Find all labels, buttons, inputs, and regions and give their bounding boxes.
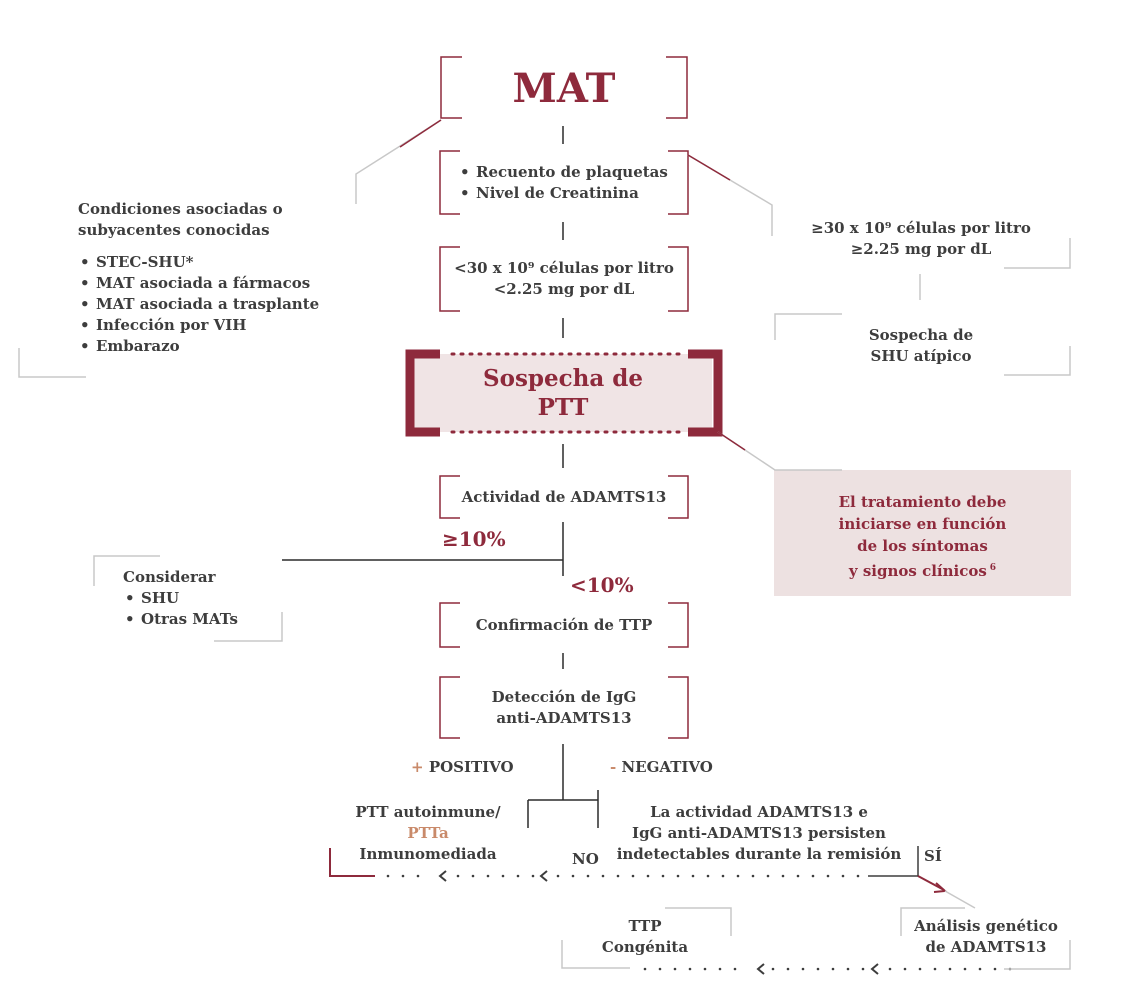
consider-item: SHU — [123, 588, 238, 609]
igg-bracket — [439, 676, 689, 739]
condition-item: STEC-SHU* — [78, 252, 319, 273]
activity-bracket — [439, 475, 689, 519]
no-arrowhead-2 — [539, 870, 548, 882]
condition-item: Embarazo — [78, 336, 319, 357]
ptt-dotted-edges — [450, 352, 682, 434]
confirmation-bracket — [439, 602, 689, 648]
condition-item: MAT asociada a fármacos — [78, 273, 319, 294]
positive-sign: + — [411, 758, 424, 776]
low-values-bracket — [439, 246, 689, 312]
consider-list: SHU Otras MATs — [123, 588, 238, 630]
low-values-text: <30 x 10⁹ células por litro <2.25 mg por… — [454, 259, 674, 298]
treatment-box — [774, 470, 1071, 596]
autoimmune-bracket — [329, 848, 375, 877]
ptta-term: PTTa — [407, 824, 449, 842]
bottom-arrowhead-1 — [756, 963, 765, 975]
genetic-analysis-text: Análisis genético de ADAMTS13 — [914, 917, 1058, 956]
central-spine — [282, 126, 599, 828]
persistence-question: La actividad ADAMTS13 e IgG anti-ADAMTS1… — [616, 803, 902, 863]
treatment-text: El tratamiento debe iniciarse en función… — [838, 493, 1007, 580]
negative-sign: - — [610, 758, 617, 776]
ptt-suspicion-text: Sospecha de PTT — [483, 365, 643, 421]
ptt-suspicion-box — [414, 354, 712, 432]
condition-item: MAT asociada a trasplante — [78, 294, 319, 315]
bottom-dotted-path — [643, 967, 1012, 971]
shu-suspicion-text: Sospecha de SHU atípico — [868, 326, 974, 365]
mat-title: MAT — [512, 65, 616, 112]
conditions-heading: Condiciones asociadas o subyacentes cono… — [78, 200, 283, 239]
branch-low-label: <10% — [570, 573, 634, 597]
ttp-confirmation-label: Confirmación de TTP — [475, 616, 653, 634]
si-label: SÍ — [924, 847, 942, 865]
consider-item: Otras MATs — [123, 609, 238, 630]
igg-detection-text: Detección de IgG anti-ADAMTS13 — [491, 688, 637, 727]
test-item: Recuento de plaquetas — [458, 162, 668, 183]
high-values-text: ≥30 x 10⁹ células por litro ≥2.25 mg por… — [811, 219, 1031, 258]
no-arrowhead-1 — [438, 870, 447, 882]
negative-label: - NEGATIVO — [610, 758, 713, 776]
genetic-bracket — [900, 907, 965, 936]
no-label: NO — [572, 850, 599, 868]
congenital-ttp-text: TTP Congénita — [601, 917, 689, 956]
mat-bracket — [440, 56, 688, 119]
condition-item: Infección por VIH — [78, 315, 319, 336]
tests-bracket — [439, 150, 689, 215]
positive-label: + POSITIVO — [411, 758, 514, 776]
bottom-arrowhead-2 — [870, 963, 879, 975]
conditions-list: STEC-SHU* MAT asociada a fármacos MAT as… — [78, 252, 319, 357]
branch-high-label: ≥10% — [442, 527, 506, 551]
congenital-bracket — [561, 907, 732, 969]
autoimmune-text: PTT autoinmune/ PTTa Inmunomediada — [333, 802, 523, 865]
ptt-suspicion-bracket — [405, 349, 723, 437]
tests-list: Recuento de plaquetas Nivel de Creatinin… — [458, 162, 668, 204]
adamts-activity-label: Actividad de ADAMTS13 — [461, 488, 667, 506]
no-dotted-path — [386, 874, 860, 878]
treatment-reference: 6 — [989, 563, 997, 573]
test-item: Nivel de Creatinina — [458, 183, 668, 204]
consider-heading: Considerar — [123, 568, 216, 586]
consider-bracket — [93, 555, 283, 642]
